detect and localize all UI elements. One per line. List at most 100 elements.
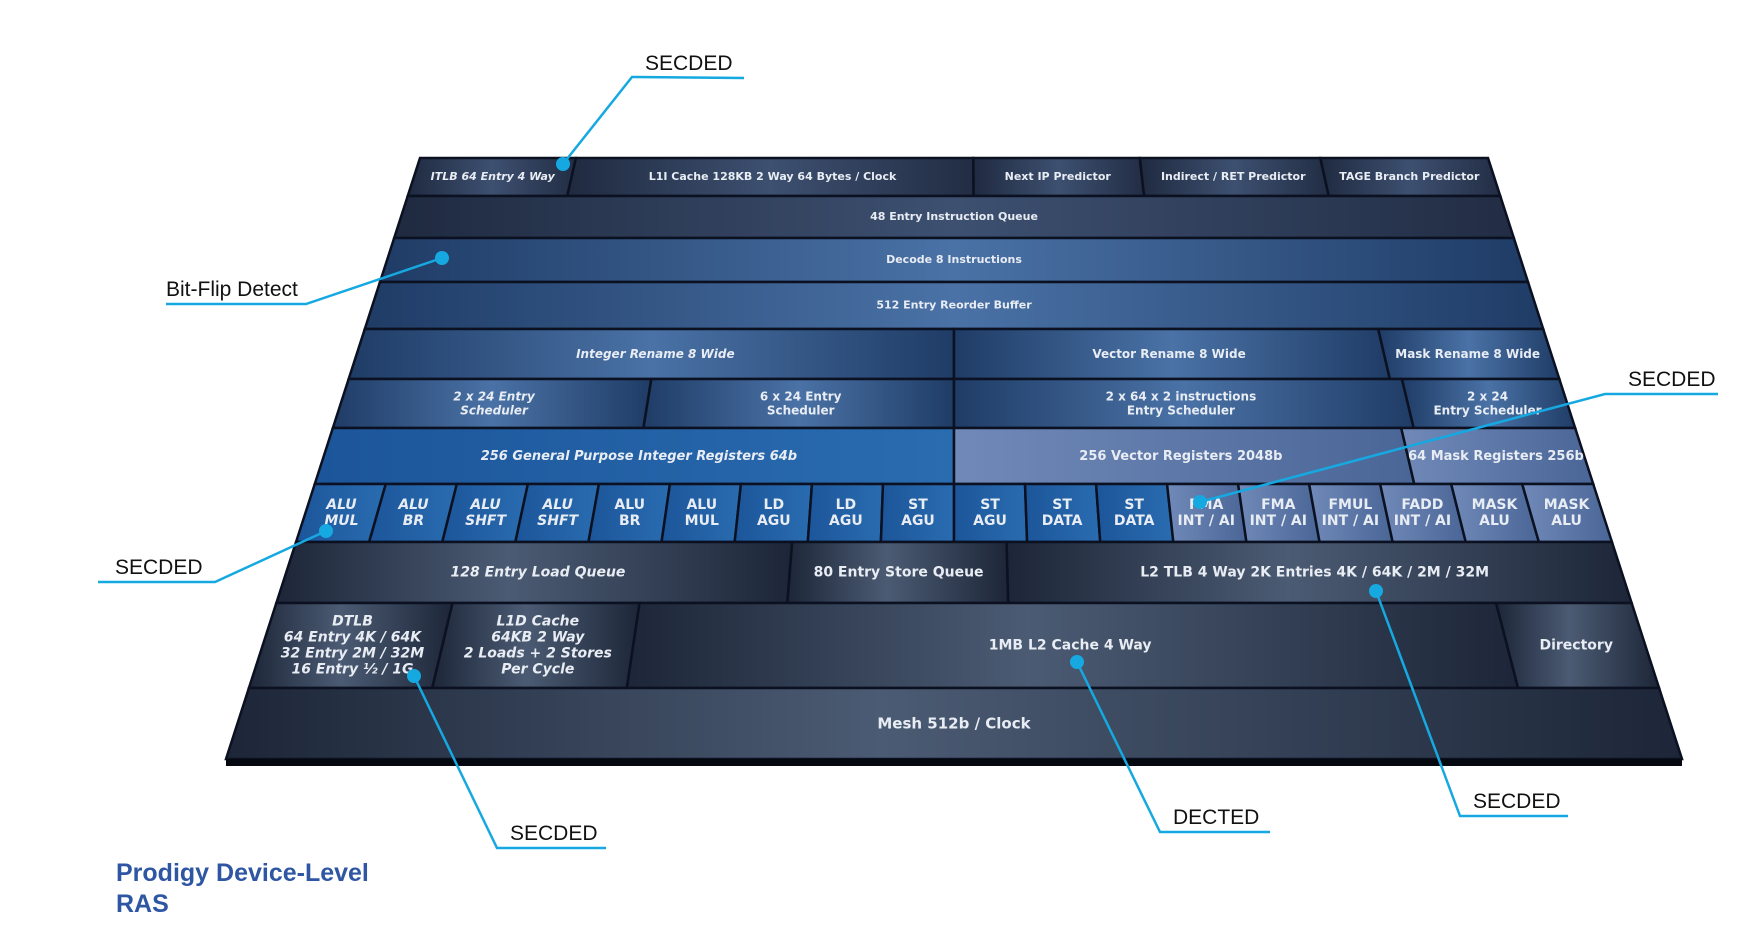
rename-row: Integer Rename 8 Wide Vector Rename 8 Wid… bbox=[346, 327, 1562, 381]
block-label: 80 Entry Store Queue bbox=[814, 565, 984, 581]
block-directory: Directory bbox=[1494, 601, 1661, 690]
callout-label: SECDED bbox=[1473, 790, 1561, 813]
block-label: 64 Mask Registers 256b bbox=[1408, 449, 1584, 464]
block-label: ITLB 64 Entry 4 Way bbox=[431, 170, 556, 183]
block-label: L2 TLB 4 Way 2K Entries 4K / 64K / 2M / … bbox=[1140, 565, 1489, 581]
block-128-entry-load-queue: 128 Entry Load Queue bbox=[274, 540, 794, 605]
block-label: 48 Entry Instruction Queue bbox=[870, 210, 1038, 223]
block-label: Mask Rename 8 Wide bbox=[1395, 347, 1540, 361]
callout-alu: SECDED bbox=[98, 524, 333, 584]
callout-leader-line bbox=[98, 529, 327, 584]
callout-leader-line bbox=[166, 256, 443, 306]
block-label: 256 Vector Registers 2048b bbox=[1079, 449, 1282, 464]
block-next-ip-predictor: Next IP Predictor bbox=[971, 156, 1146, 198]
callout-label: DECTED bbox=[1173, 806, 1259, 829]
callout-leader-line bbox=[412, 675, 606, 850]
block-label: Mesh 512b / Clock bbox=[877, 714, 1031, 732]
slab-edge bbox=[226, 759, 1682, 766]
decode-row: Decode 8 Instructions bbox=[378, 236, 1530, 284]
block-80-entry-store-queue: 80 Entry Store Queue bbox=[785, 540, 1010, 605]
title-line-1: Prodigy Device-Level bbox=[116, 859, 369, 887]
diagram-title: Prodigy Device-Level RAS bbox=[116, 858, 369, 920]
callout-dot-icon bbox=[435, 251, 449, 265]
callout-label: SECDED bbox=[645, 52, 733, 75]
callout-dtlb: SECDED bbox=[407, 669, 606, 850]
callout-l2-cache: DECTED bbox=[1070, 655, 1270, 834]
register-row: 256 General Purpose Integer Registers 64… bbox=[313, 426, 1595, 486]
block-integer-rename-8-wide: Integer Rename 8 Wide bbox=[346, 327, 956, 381]
callout-itlb: SECDED bbox=[556, 52, 745, 171]
block-label: Indirect / RET Predictor bbox=[1161, 170, 1306, 183]
block-label: Next IP Predictor bbox=[1005, 170, 1112, 183]
block-label: 1MB L2 Cache 4 Way bbox=[989, 638, 1152, 654]
block-tage-branch-predictor: TAGE Branch Predictor bbox=[1318, 156, 1502, 198]
callout-label: SECDED bbox=[1628, 368, 1716, 391]
callout-leader-line bbox=[1075, 661, 1270, 834]
block-label: TAGE Branch Predictor bbox=[1339, 170, 1480, 183]
block-label: Integer Rename 8 Wide bbox=[576, 347, 735, 361]
callout-leader-line bbox=[562, 75, 745, 165]
block-label: L1I Cache 128KB 2 Way 64 Bytes / Clock bbox=[649, 170, 897, 183]
block-label: 128 Entry Load Queue bbox=[450, 565, 625, 581]
title-line-2: RAS bbox=[116, 890, 169, 918]
callout-leader-line bbox=[1199, 392, 1718, 504]
callout-vector-exec: SECDED bbox=[1193, 368, 1718, 509]
block-256-vector-registers-2048b: 256 Vector Registers 2048b bbox=[952, 426, 1416, 486]
block-l2-tlb-4-way-2k-entries-4k-64k-2m-32m: L2 TLB 4 Way 2K Entries 4K / 64K / 2M / … bbox=[1005, 540, 1634, 605]
block-label: Directory bbox=[1539, 638, 1612, 654]
mesh-row: Mesh 512b / Clock bbox=[224, 686, 1684, 761]
iq-row: 48 Entry Instruction Queue bbox=[392, 194, 1516, 240]
callout-dot-icon bbox=[1369, 584, 1383, 598]
rob-row: 512 Entry Reorder Buffer bbox=[363, 280, 1545, 331]
callout-dot-icon bbox=[407, 669, 421, 683]
block-itlb-64-entry-4-way: ITLB 64 Entry 4 Way bbox=[406, 156, 578, 198]
callout-dot-icon bbox=[1193, 495, 1207, 509]
block-indirect-ret-predictor: Indirect / RET Predictor bbox=[1138, 156, 1331, 198]
block-vector-rename-8-wide: Vector Rename 8 Wide bbox=[952, 327, 1392, 381]
block-64-mask-registers-256b: 64 Mask Registers 256b bbox=[1399, 426, 1595, 486]
block-mask-rename-8-wide: Mask Rename 8 Wide bbox=[1376, 327, 1562, 381]
callout-dot-icon bbox=[319, 524, 333, 538]
callout-label: Bit-Flip Detect bbox=[166, 278, 298, 301]
block-label: Vector Rename 8 Wide bbox=[1092, 347, 1245, 361]
block-decode-8-instructions: Decode 8 Instructions bbox=[378, 236, 1530, 284]
callout-l2-tlb: SECDED bbox=[1369, 584, 1568, 818]
